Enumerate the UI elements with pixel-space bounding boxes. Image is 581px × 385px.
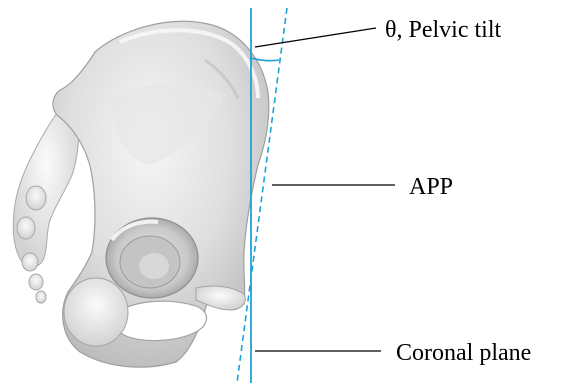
ischial-tuberosity xyxy=(64,278,128,346)
pelvic-tilt-leader xyxy=(255,28,376,47)
pelvic-tilt-label: θ, Pelvic tilt xyxy=(385,18,501,42)
coronal-plane-label: Coronal plane xyxy=(396,341,531,365)
acetabulum xyxy=(106,218,198,298)
pelvis-bone xyxy=(13,21,269,367)
app-label: APP xyxy=(409,175,453,199)
